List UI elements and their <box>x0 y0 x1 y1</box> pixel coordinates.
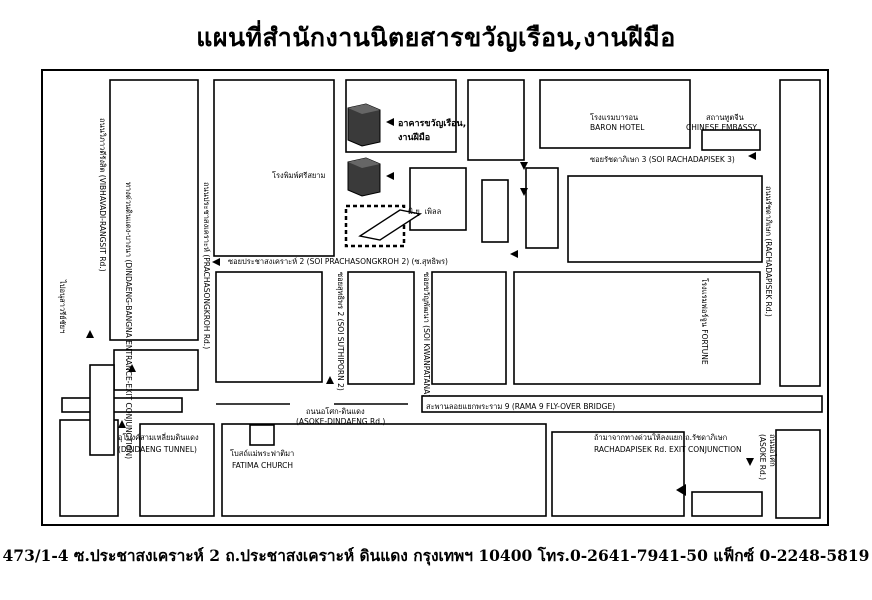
mr-pearl-building <box>358 209 422 241</box>
rachadapisek-exit-label-th: ถ้ามาจากทางด่วนให้ลงแยก ถ.รัชดาภิเษก <box>594 433 727 442</box>
address-footer: 473/1-4 ซ.ประชาสงเคราะห์ 2 ถ.ประชาสงเครา… <box>2 546 870 565</box>
soi-rachadapisek3-label: ซอยรัชดาภิเษก 3 (SOI RACHADAPISEK 3) <box>590 155 735 164</box>
fatima-church-label-th: โบสถ์แม่พระฟาติมา <box>230 449 294 458</box>
dindaeng-bangna-label: ทางด่วนดินแดง-บางนา (DINDAENG-BANGNA ENT… <box>124 182 133 459</box>
fatima-church-label-en: FATIMA CHURCH <box>232 461 293 470</box>
fortune-label: โรงแรมฟอร์จูน FORTUNE <box>700 278 709 365</box>
victory-monument-label: ไปอนุสาวรีย์ชัยฯ <box>58 279 67 333</box>
map-frame <box>41 69 829 526</box>
prachasongkroh-rd-label: ถนนประชาสงเคราะห์ (PRACHASONGKROH Rd.) <box>202 182 211 349</box>
baron-hotel-label-th: โรงแรมบารอน <box>590 113 638 122</box>
dindaeng-tunnel-label-th: อุโมงค์สามเหลี่ยมดินแดง <box>118 432 199 442</box>
asoke-rd-label-en: (ASOKE Rd.) <box>758 434 767 480</box>
press-building-icon <box>347 157 381 197</box>
soi-kwanpatana-label: ซอยขวัญพัฒนา (SOI KWANPATANA) <box>422 272 431 397</box>
direction-arrows <box>86 118 756 496</box>
overpass <box>61 364 823 456</box>
rachadapisek-exit-label-en: RACHADAPISEK Rd. EXIT CONJUNCTION <box>594 445 742 454</box>
rachadapisek-rd-label: ถนนรัชดาภิเษก (RACHADAPISEK Rd.) <box>764 186 773 317</box>
chinese-embassy-label-th: สถานทูตจีน <box>706 113 744 122</box>
chinese-embassy-label-en: CHINESE EMBASSY <box>686 123 757 132</box>
map-title: แผนที่สำนักงานนิตยสารขวัญเรือน,งานฝีมือ <box>196 23 676 52</box>
asoke-dindaeng-label-th: ถนนอโศก-ดินแดง <box>306 407 365 416</box>
rama9-bridge-label: สะพานลอยแยกพระราม 9 (RAMA 9 FLY-OVER BRI… <box>426 402 615 411</box>
dindaeng-tunnel-label-en: (DINDAENG TUNNEL) <box>118 445 197 454</box>
soi-suthiporn-label: ซอยสุทธิพร 2 (SOI SUTHIPORN 2) <box>336 272 345 391</box>
baron-hotel-label-en: BARON HOTEL <box>590 123 645 132</box>
office-building-icon <box>347 103 381 147</box>
srisiam-press-label: โรงพิมพ์ศรีสยาม <box>272 171 326 180</box>
office-building-label: อาคารขวัญเรือน, <box>398 117 466 129</box>
office-boundary <box>344 204 406 248</box>
soi-prachasongkroh2-label: ซอยประชาสงเคราะห์ 2 (SOI PRACHASONGKROH … <box>228 257 448 266</box>
vibhavadi-label: ถนนวิภาวดีรังสิต (VIBHAVADI-RANGSIT Rd.) <box>98 118 107 272</box>
asoke-dindaeng-label-en: (ASOKE-DINDAENG Rd.) <box>296 417 385 426</box>
office-building-label-2: งานฝีมือ <box>398 131 430 143</box>
asoke-rd-label-th: ถนนอโศก <box>768 434 777 467</box>
mr-pearl-label: มิ.ยู. เพิลล <box>408 207 441 216</box>
